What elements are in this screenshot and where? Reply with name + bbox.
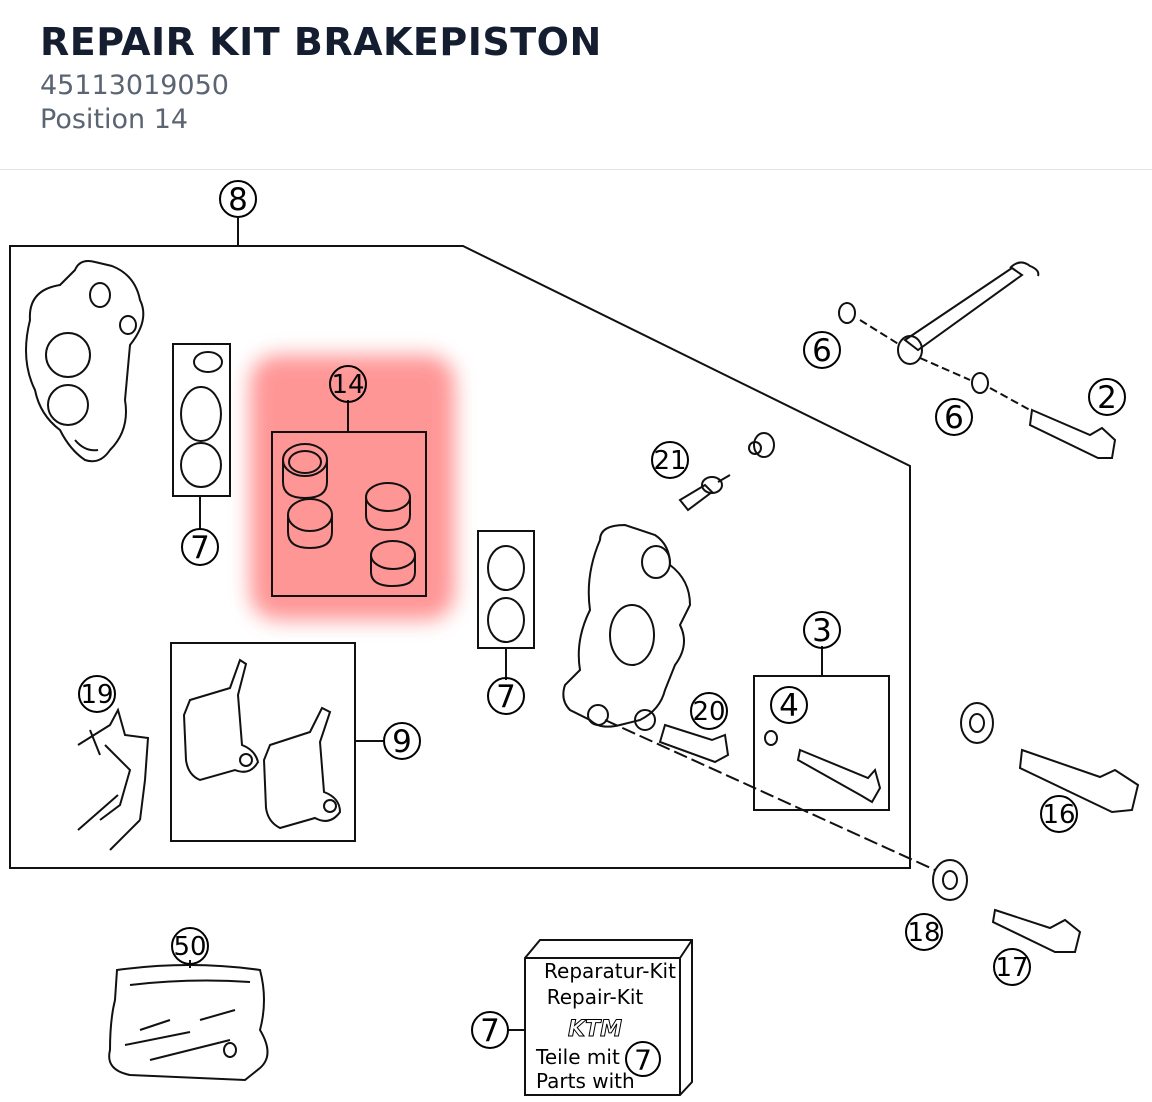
exploded-parts-diagram: 8 14 7 7 6 6 2 21 3 4 20 19 9 16 18 17 5… (0, 170, 1152, 1098)
position-label: Position 14 (40, 104, 189, 135)
part-number: 45113019050 (40, 70, 229, 101)
callout-3[interactable]: 3 (812, 613, 832, 649)
callout-16[interactable]: 16 (1042, 800, 1075, 830)
callout-14[interactable]: 14 (331, 370, 364, 400)
callout-2[interactable]: 2 (1097, 380, 1117, 416)
callout-7-left[interactable]: 7 (190, 530, 210, 566)
washer-6-top[interactable] (838, 302, 856, 324)
callout-6-bottom[interactable]: 6 (944, 400, 964, 436)
callout-6-top[interactable]: 6 (812, 333, 832, 369)
callout-7-kit-inline: 7 (634, 1044, 652, 1077)
page-header: REPAIR KIT BRAKEPISTON 45113019050 Posit… (0, 0, 1152, 170)
bolt-20[interactable] (658, 723, 730, 764)
callout-9[interactable]: 9 (392, 724, 412, 760)
callout-4[interactable]: 4 (779, 688, 799, 724)
callout-50[interactable]: 50 (173, 932, 206, 962)
callout-7-middle[interactable]: 7 (496, 679, 516, 715)
pad-spring-19[interactable] (77, 707, 150, 851)
brake-pistons[interactable] (282, 443, 416, 588)
bolt-17[interactable] (991, 908, 1082, 953)
caliper-body-right[interactable] (562, 523, 692, 731)
caliper-body-left[interactable] (25, 260, 145, 463)
bolt-4[interactable] (796, 748, 882, 804)
callout-21[interactable]: 21 (653, 446, 686, 476)
kit-brand-logo: KTM (568, 1017, 622, 1042)
brake-pads[interactable] (182, 658, 342, 830)
bleed-screw-21[interactable] (678, 432, 775, 512)
axle-pin[interactable] (897, 261, 1040, 365)
kit-label-teile: Teile mit (535, 1045, 620, 1069)
kit-label-parts: Parts with (536, 1069, 635, 1093)
washer-18[interactable] (932, 859, 968, 901)
callout-20[interactable]: 20 (692, 697, 725, 727)
bolt-16[interactable] (1018, 748, 1140, 814)
kit-8-outline (9, 245, 911, 869)
callout-18[interactable]: 18 (907, 918, 940, 948)
position-14-highlight[interactable] (250, 355, 455, 620)
callout-8[interactable]: 8 (228, 182, 248, 218)
callout-7-kit[interactable]: 7 (480, 1013, 500, 1049)
repair-kit-package[interactable] (524, 939, 693, 1096)
callout-19[interactable]: 19 (80, 680, 113, 710)
diagram-svg: 8 14 7 7 6 6 2 21 3 4 20 19 9 16 18 17 5… (9, 180, 1140, 1096)
kit-label-reparatur: Reparatur-Kit (544, 959, 676, 983)
washer-6-bottom[interactable] (971, 372, 989, 394)
callout-17[interactable]: 17 (995, 953, 1028, 983)
grease-bag-50[interactable] (108, 964, 269, 1082)
seal-kit-7-left[interactable] (172, 343, 231, 497)
kit-label-repair: Repair-Kit (547, 985, 644, 1009)
bolt-2[interactable] (1028, 408, 1117, 459)
page-title: REPAIR KIT BRAKEPISTON (40, 20, 602, 64)
